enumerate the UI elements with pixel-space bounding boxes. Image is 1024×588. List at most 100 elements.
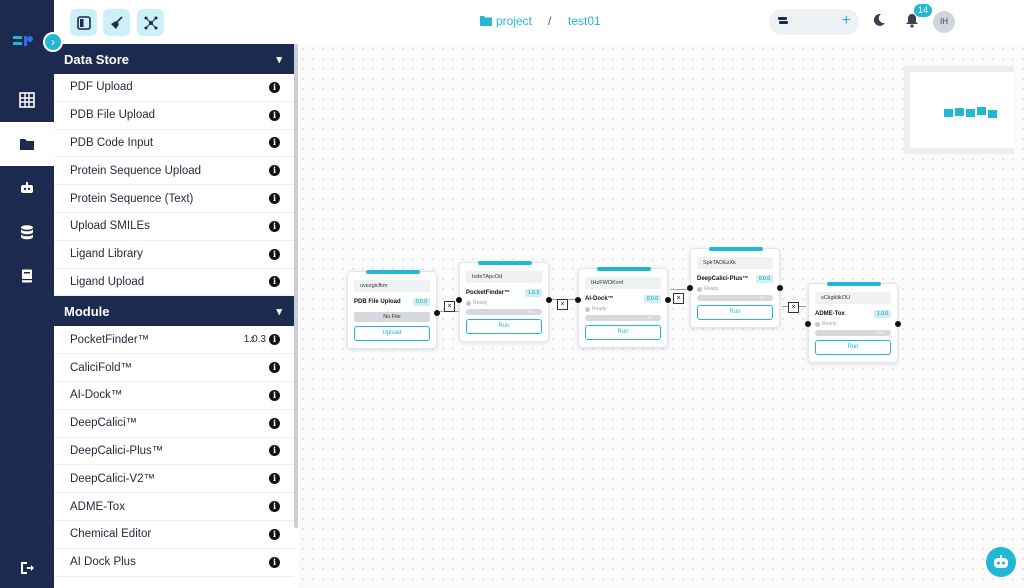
node-title: DeepCalici-Plus™ xyxy=(697,276,749,282)
panel-scrollbar[interactable] xyxy=(294,44,298,528)
run-button[interactable]: Run xyxy=(815,340,891,355)
output-port[interactable] xyxy=(546,297,552,303)
item-label: Ligand Library xyxy=(70,248,143,261)
info-icon[interactable]: i xyxy=(269,81,280,93)
chevron-down-icon: ▾ xyxy=(276,53,282,66)
app-logo xyxy=(13,36,33,46)
grid-nav-button[interactable] xyxy=(0,78,54,122)
info-icon[interactable]: i xyxy=(269,165,280,177)
avatar[interactable]: IH xyxy=(933,11,955,33)
upload-button[interactable]: Upload xyxy=(354,326,430,341)
data-store-item-ligand-library[interactable]: Ligand Library i xyxy=(54,241,294,269)
node-id: SpkTADEzXk xyxy=(697,257,773,269)
data-store-item-protein-sequence-text[interactable]: Protein Sequence (Text)i xyxy=(54,185,294,213)
assistant-chat-button[interactable] xyxy=(986,547,1016,577)
toggle-panel-button[interactable] xyxy=(70,9,97,36)
module-item-adme-tox[interactable]: ADME-Tox i xyxy=(54,493,294,521)
clean-layout-button[interactable] xyxy=(103,9,130,36)
robot-icon xyxy=(21,182,33,193)
info-icon[interactable]: i xyxy=(269,193,280,205)
edge-delete-button[interactable]: × xyxy=(788,302,799,313)
info-icon[interactable]: i xyxy=(269,528,280,540)
output-port[interactable] xyxy=(434,310,440,316)
logout-button[interactable] xyxy=(0,546,54,588)
node-title: PocketFinder™ xyxy=(466,290,511,296)
database-stack-icon xyxy=(778,17,788,24)
info-icon[interactable]: i xyxy=(269,248,280,260)
database-nav-button[interactable] xyxy=(0,210,54,254)
info-icon[interactable]: i xyxy=(269,473,280,485)
status-dot xyxy=(466,300,471,306)
sidebar-collapse-button[interactable]: › xyxy=(43,32,63,52)
item-label: ADME-Tox xyxy=(70,500,125,513)
status-dot xyxy=(815,321,820,327)
broom-icon xyxy=(110,15,123,29)
version-select[interactable]: 1.0.3 xyxy=(243,334,266,346)
info-icon[interactable]: i xyxy=(269,556,280,568)
module-header[interactable]: Module ▾ xyxy=(54,296,294,327)
run-button[interactable]: Run xyxy=(585,325,661,340)
bell-icon[interactable] xyxy=(905,13,919,28)
info-icon[interactable]: i xyxy=(269,137,280,149)
info-icon[interactable]: i xyxy=(269,220,280,232)
run-button[interactable]: Run xyxy=(466,319,542,334)
dataset-selector[interactable]: + xyxy=(769,9,859,35)
info-icon[interactable]: i xyxy=(269,334,280,346)
chevron-down-icon: ▾ xyxy=(276,305,282,318)
breadcrumb-workflow-name[interactable]: test01 xyxy=(568,14,601,28)
input-port[interactable] xyxy=(805,321,811,327)
info-icon[interactable]: i xyxy=(269,362,280,374)
left-rail xyxy=(0,0,54,588)
node-title: ADME-Tox xyxy=(815,311,845,317)
info-icon[interactable]: i xyxy=(269,445,280,457)
edge-delete-button[interactable]: × xyxy=(444,301,455,312)
edge-delete-button[interactable]: × xyxy=(557,299,568,310)
fit-view-button[interactable] xyxy=(137,9,164,36)
output-port[interactable] xyxy=(777,285,783,291)
info-icon[interactable]: i xyxy=(269,417,280,429)
input-port[interactable] xyxy=(687,285,693,291)
node-status: Ready xyxy=(473,300,488,306)
breadcrumb-project[interactable]: project xyxy=(496,14,533,28)
item-label: DeepCalici™ xyxy=(70,417,138,430)
output-port[interactable] xyxy=(665,297,671,303)
input-port[interactable] xyxy=(456,297,462,303)
info-icon[interactable]: i xyxy=(269,109,280,121)
data-store-header[interactable]: Data Store ▾ xyxy=(54,44,294,74)
dark-mode-icon[interactable] xyxy=(872,13,886,27)
book-nav-button[interactable] xyxy=(0,254,54,298)
edge-delete-button[interactable]: × xyxy=(673,293,684,304)
output-port[interactable] xyxy=(895,321,901,327)
input-port[interactable] xyxy=(575,297,581,303)
info-icon[interactable]: i xyxy=(269,389,280,401)
run-button[interactable]: Run xyxy=(697,305,773,320)
minimap[interactable] xyxy=(904,66,1014,154)
folder-nav-button[interactable] xyxy=(0,122,54,166)
status-dot xyxy=(697,286,702,292)
robot-nav-button[interactable] xyxy=(0,166,54,210)
info-icon[interactable]: i xyxy=(269,501,280,513)
status-dot xyxy=(585,306,590,312)
add-icon[interactable]: + xyxy=(841,12,851,29)
info-icon[interactable]: i xyxy=(269,276,280,288)
module-item-deepcalici[interactable]: DeepCalici™ i xyxy=(54,410,294,438)
